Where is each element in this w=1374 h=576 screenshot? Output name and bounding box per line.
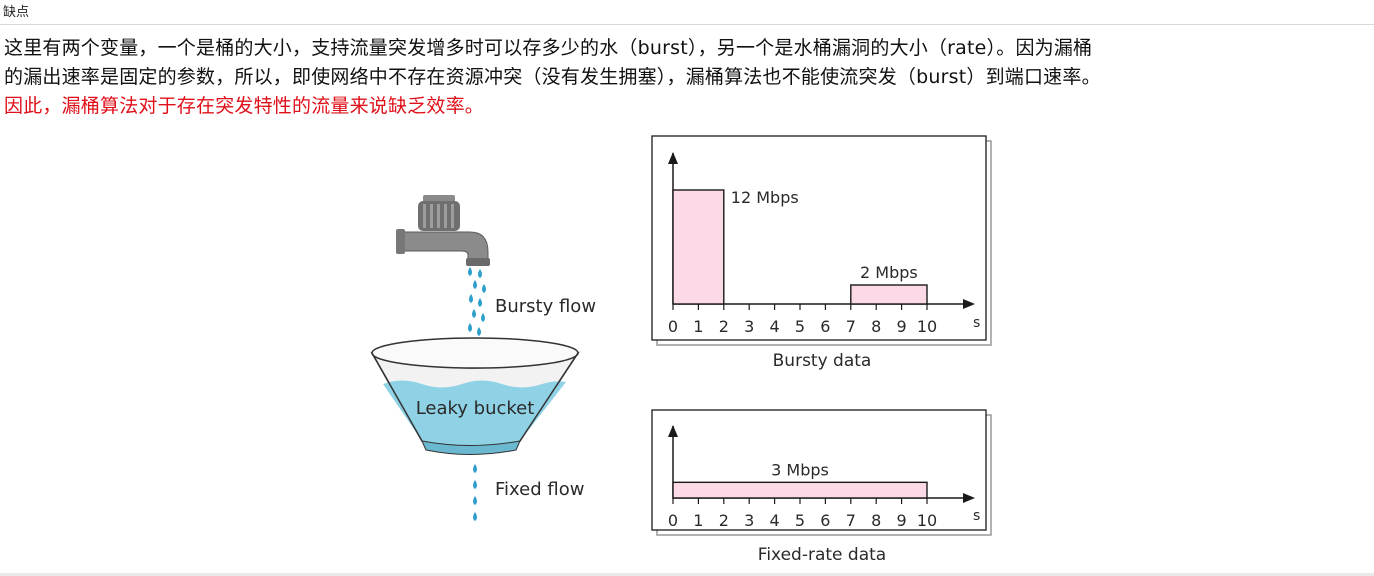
x-tick-label: 0 <box>668 511 678 530</box>
rate-label: 12 Mbps <box>731 188 799 207</box>
bottom-divider <box>0 573 1374 576</box>
x-tick-label: 5 <box>795 317 805 336</box>
x-tick-label: 7 <box>846 317 856 336</box>
rate-bar <box>850 284 928 305</box>
x-tick-label: 3 <box>744 511 754 530</box>
x-tick-label: 7 <box>846 511 856 530</box>
x-tick-label: 8 <box>871 511 881 530</box>
rate-label: 2 Mbps <box>860 263 918 282</box>
faucet-icon <box>396 195 490 266</box>
figure-canvas: Bursty flow Leaky bucket Fixed flow <box>370 135 992 565</box>
x-tick-label: 4 <box>770 317 780 336</box>
x-tick-label: 1 <box>693 317 703 336</box>
x-tick-label: 6 <box>820 317 830 336</box>
paragraph-conclusion: 因此，漏桶算法对于存在突发特性的流量来说缺乏效率。 <box>4 95 485 117</box>
rate-label: 3 Mbps <box>771 460 829 479</box>
x-tick-label: 10 <box>917 317 937 336</box>
x-tick-label: 2 <box>719 511 729 530</box>
x-tick-label: 0 <box>668 317 678 336</box>
description-paragraph: 这里有两个变量，一个是桶的大小，支持流量突发增多时可以存多少的水（burst），… <box>4 34 1370 121</box>
x-tick-label: 2 <box>719 317 729 336</box>
x-axis-unit: s <box>973 315 980 331</box>
x-tick-label: 8 <box>871 317 881 336</box>
title-divider <box>0 24 1374 25</box>
fixed-flow-label: Fixed flow <box>495 479 584 500</box>
leaky-bucket-icon <box>370 337 580 455</box>
paragraph-line-1: 这里有两个变量，一个是桶的大小，支持流量突发增多时可以存多少的水（burst），… <box>4 37 1093 59</box>
x-tick-label: 6 <box>820 511 830 530</box>
rate-bar <box>672 189 725 305</box>
chart-title: Fixed-rate data <box>758 545 886 565</box>
chart-title: Bursty data <box>773 351 872 371</box>
x-tick-label: 4 <box>770 511 780 530</box>
x-tick-label: 10 <box>917 511 937 530</box>
paragraph-line-2: 的漏出速率是固定的参数，所以，即使网络中不存在资源冲突（没有发生拥塞），漏桶算法… <box>4 66 1101 88</box>
rate-bar <box>672 481 928 499</box>
fixed-water-drops <box>473 464 477 521</box>
x-axis-unit: s <box>973 508 980 524</box>
x-tick-label: 5 <box>795 511 805 530</box>
x-tick-label: 9 <box>897 511 907 530</box>
leaky-bucket-label: Leaky bucket <box>416 398 535 419</box>
x-tick-label: 9 <box>897 317 907 336</box>
bursty-flow-label: Bursty flow <box>495 296 596 317</box>
x-tick-label: 3 <box>744 317 754 336</box>
leaky-bucket-figure: Bursty flow Leaky bucket Fixed flow <box>230 128 1150 576</box>
x-tick-label: 1 <box>693 511 703 530</box>
section-title: 缺点 <box>3 5 30 20</box>
